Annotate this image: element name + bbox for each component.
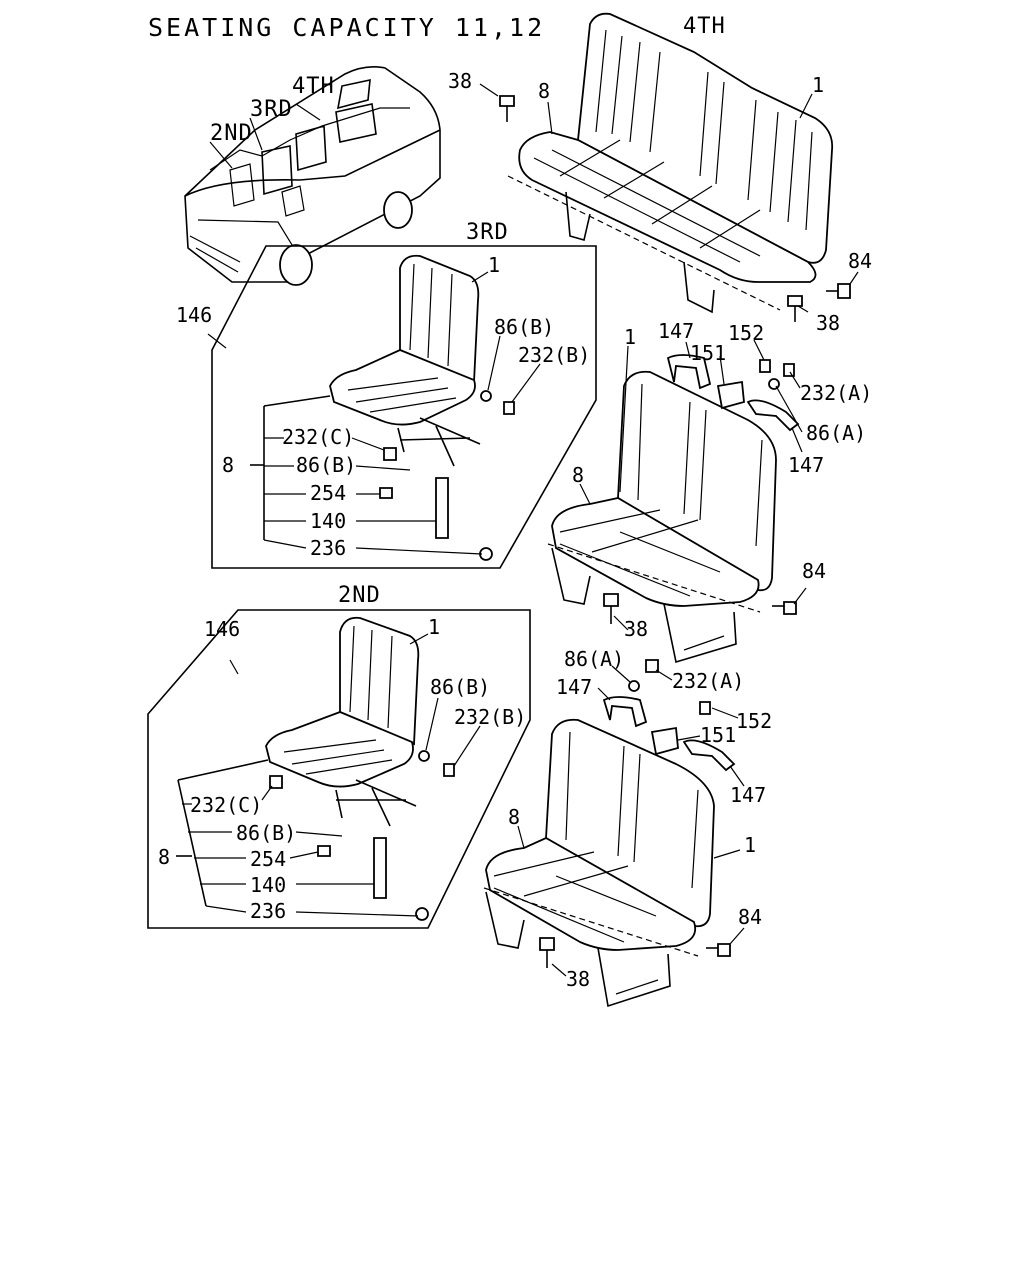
lower-callout-grip-left: 147 — [556, 675, 592, 699]
second-item-86b: 86(B) — [236, 821, 296, 845]
third-callout-screw: 232(B) — [518, 343, 590, 367]
second-callout-washer: 86(B) — [430, 675, 490, 699]
middle-callout-screw-152: 152 — [728, 321, 764, 345]
third-item-86b: 86(B) — [296, 453, 356, 477]
third-callout-washer: 86(B) — [494, 315, 554, 339]
fourth-callout-seat: 1 — [812, 73, 824, 97]
fourth-row-seat: 4TH 38 8 1 84 38 — [448, 12, 872, 335]
middle-bench-seat: 1 8 147 151 152 232(A) 86(A) 147 84 38 — [547, 319, 872, 664]
third-item-254: 254 — [310, 481, 346, 505]
van-label-4th: 4TH — [292, 74, 335, 99]
second-row-heading: 2ND — [338, 583, 381, 608]
diagram-title: SEATING CAPACITY 11,12 — [148, 13, 545, 42]
third-item-236: 236 — [310, 536, 346, 560]
second-bracket-label: 8 — [158, 845, 170, 869]
middle-callout-grip-left: 147 — [658, 319, 694, 343]
second-row-frame — [147, 609, 531, 929]
third-item-140: 140 — [310, 509, 346, 533]
third-row-frame — [211, 245, 597, 569]
middle-callout-screw-a: 232(A) — [800, 381, 872, 405]
fourth-callout-bolt-bottom: 38 — [816, 311, 840, 335]
lower-callout-seat: 1 — [744, 833, 756, 857]
van-label-3rd: 3RD — [250, 97, 293, 122]
middle-callout-cover: 151 — [690, 341, 726, 365]
second-item-140: 140 — [250, 873, 286, 897]
middle-callout-bolt-bottom: 38 — [624, 617, 648, 641]
van-overview: 4TH 3RD 2ND — [184, 66, 441, 286]
van-label-2nd: 2ND — [210, 121, 253, 146]
third-callout-seat: 1 — [488, 253, 500, 277]
third-row-panel: 3RD 146 1 86(B) 232(B) 8 — [176, 220, 597, 569]
lower-bench-seat: 86(A) 232(A) 147 152 151 147 1 8 84 38 — [483, 647, 772, 1008]
lower-callout-bolt-side: 84 — [738, 905, 762, 929]
middle-callout-seat: 1 — [624, 325, 636, 349]
second-item-236: 236 — [250, 899, 286, 923]
lower-callout-cover: 151 — [700, 723, 736, 747]
middle-callout-grip-right: 147 — [788, 453, 824, 477]
lower-callout-screw-a: 232(A) — [672, 669, 744, 693]
fourth-row-heading: 4TH — [683, 14, 726, 39]
middle-callout-cushion: 8 — [572, 463, 584, 487]
fourth-callout-bolt-top: 38 — [448, 69, 472, 93]
third-bracket-label: 8 — [222, 453, 234, 477]
third-callout-assembly: 146 — [176, 303, 212, 327]
third-row-heading: 3RD — [466, 220, 509, 245]
third-item-232c: 232(C) — [282, 425, 354, 449]
lower-callout-grip-right: 147 — [730, 783, 766, 807]
second-callout-screw: 232(B) — [454, 705, 526, 729]
lower-callout-cushion: 8 — [508, 805, 520, 829]
fourth-callout-cushion: 8 — [538, 79, 550, 103]
second-item-232c: 232(C) — [190, 793, 262, 817]
lower-callout-washer-a: 86(A) — [564, 647, 624, 671]
second-callout-assembly: 146 — [204, 617, 240, 641]
middle-callout-bolt-side: 84 — [802, 559, 826, 583]
lower-callout-bolt-bottom: 38 — [566, 967, 590, 991]
second-callout-seat: 1 — [428, 615, 440, 639]
middle-callout-washer-a: 86(A) — [806, 421, 866, 445]
second-item-254: 254 — [250, 847, 286, 871]
fourth-callout-bolt-side: 84 — [848, 249, 872, 273]
lower-callout-screw-152: 152 — [736, 709, 772, 733]
second-row-panel: 2ND 146 1 86(B) 232(B) 8 232(C) — [147, 583, 531, 929]
